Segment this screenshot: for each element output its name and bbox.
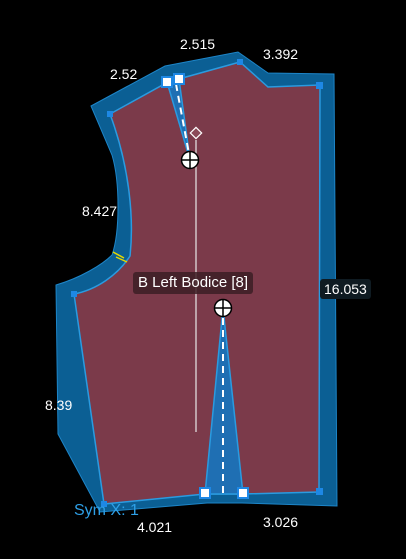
- measurement-top-center: 2.515: [180, 36, 216, 52]
- dart-leg-handle[interactable]: [237, 487, 249, 499]
- symmetry-status: Sym X: 1: [74, 502, 139, 519]
- measurement-bottom-left: 4.021: [137, 519, 173, 535]
- corner-point[interactable]: [316, 488, 323, 495]
- piece-label[interactable]: B Left Bodice [8]: [133, 272, 254, 294]
- dart-apex-target-waist[interactable]: [213, 298, 233, 318]
- dart-apex-target-top[interactable]: [180, 150, 200, 170]
- waist-dart[interactable]: [204, 307, 244, 495]
- corner-point[interactable]: [71, 291, 77, 297]
- measurement-center-edge: 16.053: [320, 279, 371, 299]
- measurement-bottom-right: 3.026: [263, 514, 299, 530]
- notch-mark: [112, 251, 125, 259]
- measurement-side: 8.39: [45, 397, 73, 413]
- dart-leg-handle[interactable]: [161, 76, 173, 88]
- measurement-armhole: 8.427: [82, 203, 118, 219]
- corner-point[interactable]: [101, 501, 107, 507]
- grainline-handle[interactable]: [189, 126, 203, 140]
- notch-mark: [115, 256, 128, 263]
- dart-leg-handle[interactable]: [173, 73, 185, 85]
- corner-point[interactable]: [237, 59, 243, 65]
- corner-point[interactable]: [107, 111, 113, 117]
- corner-point[interactable]: [316, 82, 323, 89]
- dart-leg-handle[interactable]: [199, 487, 211, 499]
- measurement-top-right: 3.392: [263, 46, 299, 62]
- measurement-shoulder: 2.52: [110, 66, 138, 82]
